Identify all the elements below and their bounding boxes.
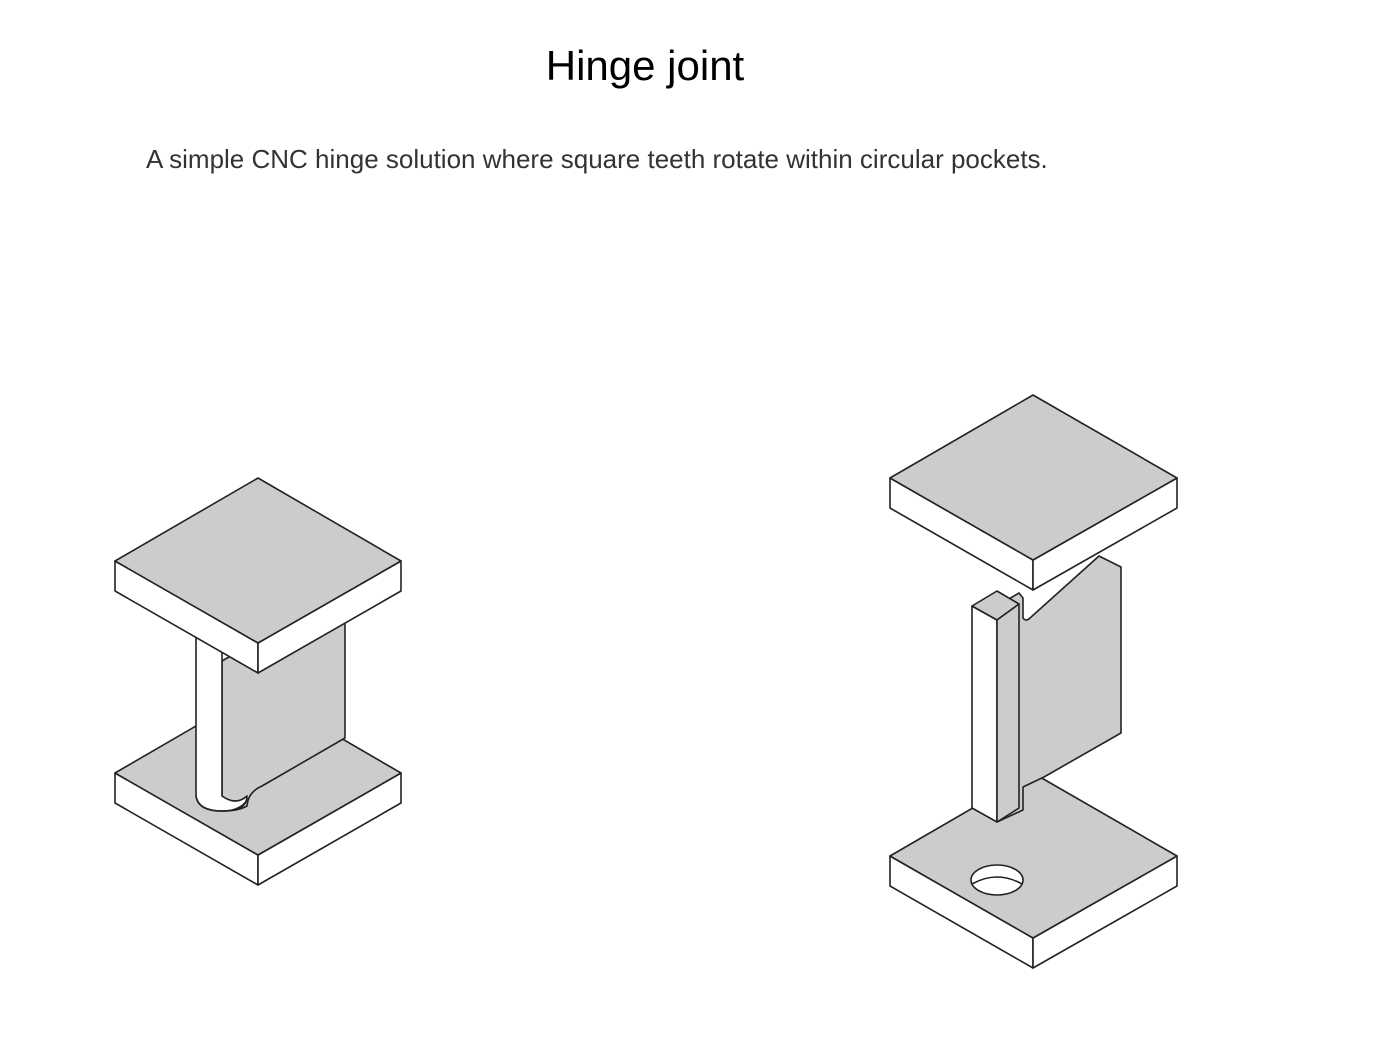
square-tooth bbox=[971, 605, 998, 823]
page-description: A simple CNC hinge solution where square… bbox=[146, 144, 1048, 174]
exploded-hinge-figure bbox=[889, 394, 1178, 969]
page-title: Hinge joint bbox=[545, 42, 745, 89]
assembled-hinge-figure bbox=[114, 477, 402, 886]
assembled-top-plate bbox=[114, 477, 402, 674]
exploded-bottom-plate bbox=[889, 772, 1178, 969]
circular-pocket bbox=[970, 864, 1024, 896]
assembled-hinge-pin bbox=[195, 615, 248, 812]
exploded-top-plate bbox=[889, 394, 1178, 591]
exploded-hinge-leaf bbox=[971, 555, 1122, 823]
